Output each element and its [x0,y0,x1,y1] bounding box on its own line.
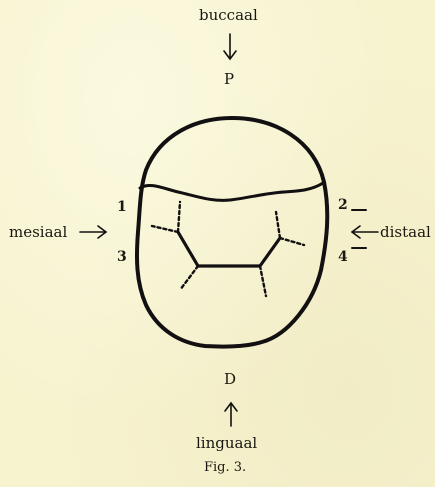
label-mesiaal: mesiaal [9,225,67,240]
tooth-outline [137,118,327,347]
label-linguaal: linguaal [196,436,257,451]
supplementary-grooves [152,202,304,296]
corner-number-2: 2 [338,198,348,212]
central-fissure [178,232,280,266]
tick-marks [352,210,366,248]
label-p: P [224,72,234,87]
corner-number-3: 3 [117,250,127,264]
lingual-arrow [225,403,237,426]
figure-caption: Fig. 3. [204,461,246,474]
label-buccaal: buccaal [199,8,258,23]
occlusal-ridge-line [140,183,323,200]
buccal-arrow [224,34,236,59]
label-distaal: distaal [380,225,431,240]
corner-number-4: 4 [338,250,348,264]
distal-arrow [352,226,378,238]
label-d: D [224,372,236,387]
mesial-arrow [80,226,106,238]
corner-number-1: 1 [117,200,127,214]
